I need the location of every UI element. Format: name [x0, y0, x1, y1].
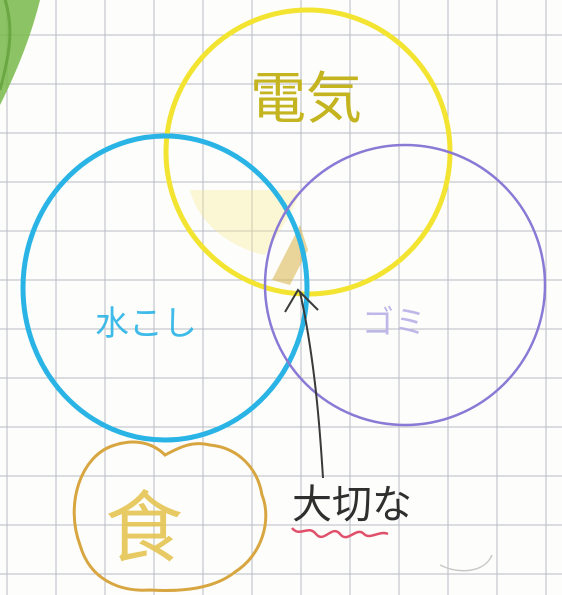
- leaf-icon: [0, 0, 40, 105]
- water-label: 水こし: [95, 304, 197, 344]
- food-blob: [72, 440, 268, 592]
- food-label: 食: [105, 484, 183, 574]
- important-underline: [291, 527, 389, 539]
- erased-mark: [439, 554, 493, 572]
- arrow-shaft: [299, 291, 324, 479]
- garbage-label: ゴミ: [362, 303, 426, 341]
- electricity-label: 電気: [250, 67, 362, 132]
- electricity-circle: [163, 7, 453, 297]
- leaf-edge: [0, 0, 12, 91]
- arrow-up-icon: [284, 288, 319, 313]
- garbage-circle: [263, 143, 547, 427]
- important-label: 大切な: [292, 482, 412, 528]
- water-circle: [20, 133, 310, 443]
